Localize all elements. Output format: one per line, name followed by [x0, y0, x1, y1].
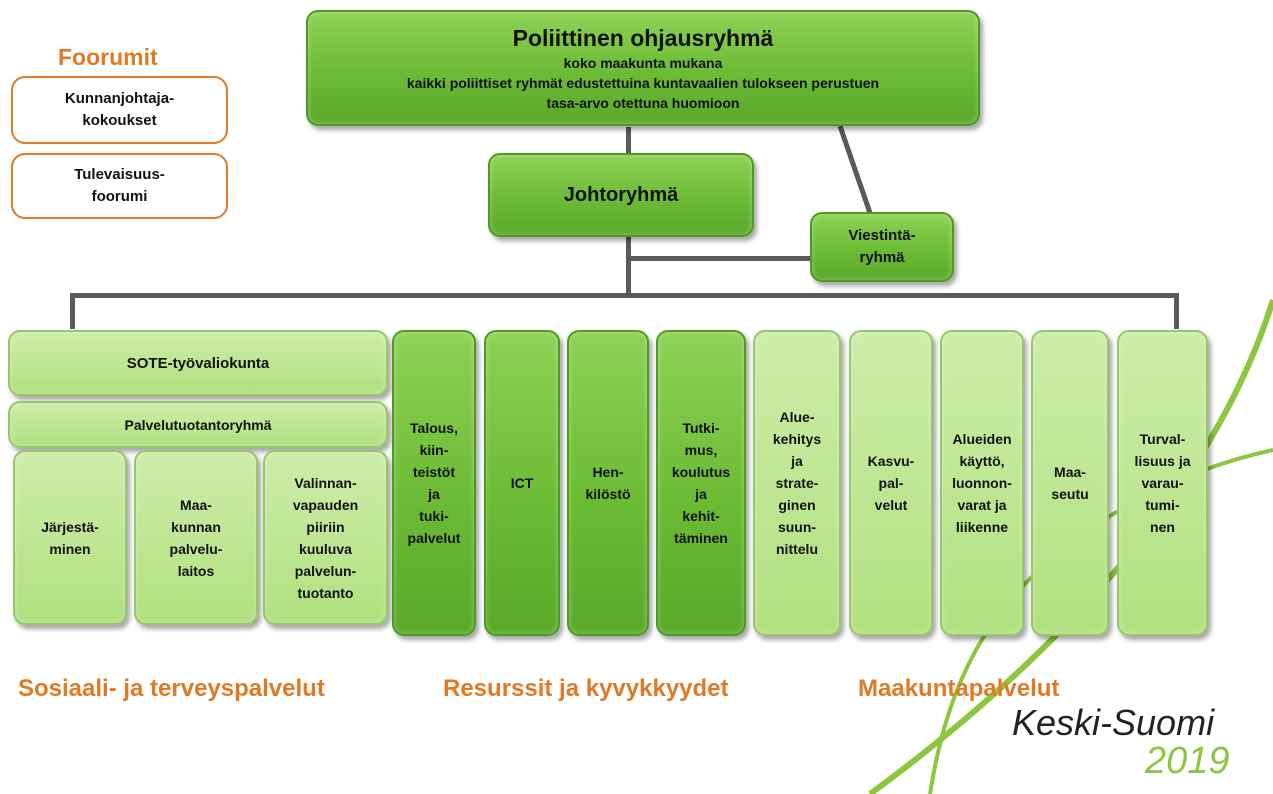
connector-horizontal-main	[70, 293, 1179, 298]
political-line-3: tasa-arvo otettuna huomioon	[546, 95, 740, 111]
sote-unit-palvelulaitos: Maa- kunnan palvelu- laitos	[134, 450, 258, 625]
regional-unit-kasvupalvelut: Kasvu- pal- velut	[849, 330, 933, 636]
unit-label: Kasvu- pal- velut	[867, 453, 915, 513]
management-group: Johtoryhmä	[488, 153, 754, 237]
regional-unit-aluekehitys: Alue- kehitys ja strate- ginen suun- nit…	[753, 330, 841, 636]
connector-johto-down	[626, 237, 631, 296]
regional-unit-turvallisuus: Turval- lisuus ja varau- tumi- nen	[1117, 330, 1208, 636]
connector-left-drop	[70, 293, 75, 329]
sote-committee: SOTE-työvaliokunta	[8, 330, 388, 396]
brand-year: 2019	[1145, 740, 1230, 782]
unit-label: Valinnan- vapauden piiriin kuuluva palve…	[292, 474, 359, 601]
unit-label: Talous, kiin- teistöt ja tuki- palvelut	[407, 420, 461, 546]
unit-label: Maa- seutu	[1051, 464, 1089, 502]
communications-label: Viestintä- ryhmä	[848, 227, 916, 266]
brand-name: Keski-Suomi	[1012, 702, 1215, 743]
resource-unit-talous: Talous, kiin- teistöt ja tuki- palvelut	[392, 330, 476, 636]
forum-kunnanjohtaja: Kunnanjohtaja- kokoukset	[11, 76, 228, 144]
group-label-sote: Sosiaali- ja terveyspalvelut	[18, 675, 325, 702]
political-steering-group: Poliittinen ohjausryhmä koko maakunta mu…	[306, 10, 980, 126]
connector-viestinta	[628, 256, 811, 261]
management-label: Johtoryhmä	[563, 183, 679, 206]
unit-label: Järjestä- minen	[41, 518, 99, 557]
group-label-regional: Maakuntapalvelut	[858, 675, 1060, 702]
political-line-1: koko maakunta mukana	[563, 55, 723, 71]
political-line-2: kaikki poliittiset ryhmät edustettuina k…	[406, 75, 880, 91]
unit-label: Maa- kunnan palvelu- laitos	[169, 496, 223, 579]
communications-group: Viestintä- ryhmä	[810, 212, 954, 282]
production-group-label: Palvelutuotantoryhmä	[124, 416, 272, 433]
resource-unit-tutkimus: Tutki- mus, koulutus ja kehit- täminen	[656, 330, 746, 636]
connector-top-to-johto	[626, 127, 631, 156]
connector-right-drop	[1174, 293, 1179, 329]
group-label-resources: Resurssit ja kyvykkyydet	[443, 675, 729, 702]
unit-label: Turval- lisuus ja varau- tumi- nen	[1134, 431, 1191, 535]
unit-label: Alueiden käyttö, luonnon- varat ja liike…	[952, 431, 1012, 535]
sote-unit-valinnanvapaus: Valinnan- vapauden piiriin kuuluva palve…	[263, 450, 388, 625]
sote-unit-jarjestaminen: Järjestä- minen	[13, 450, 127, 625]
unit-label: Tutki- mus, koulutus ja kehit- täminen	[671, 420, 731, 546]
unit-label: Hen- kilöstö	[585, 464, 631, 502]
political-title: Poliittinen ohjausryhmä	[512, 25, 774, 51]
unit-label: Alue- kehitys ja strate- ginen suun- nit…	[772, 409, 822, 557]
production-group: Palvelutuotantoryhmä	[8, 401, 388, 448]
sote-committee-label: SOTE-työvaliokunta	[126, 354, 270, 372]
forum-label: Tulevaisuus- foorumi	[74, 166, 165, 205]
forums-title: Foorumit	[58, 44, 158, 70]
forum-label: Kunnanjohtaja- kokoukset	[64, 90, 175, 129]
regional-unit-alueiden-kaytto: Alueiden käyttö, luonnon- varat ja liike…	[940, 330, 1024, 636]
regional-unit-maaseutu: Maa- seutu	[1031, 330, 1109, 636]
resource-unit-ict: ICT	[484, 330, 560, 636]
resource-unit-henkilosto: Hen- kilöstö	[567, 330, 649, 636]
unit-label: ICT	[510, 475, 534, 491]
forum-tulevaisuus: Tulevaisuus- foorumi	[11, 153, 228, 219]
